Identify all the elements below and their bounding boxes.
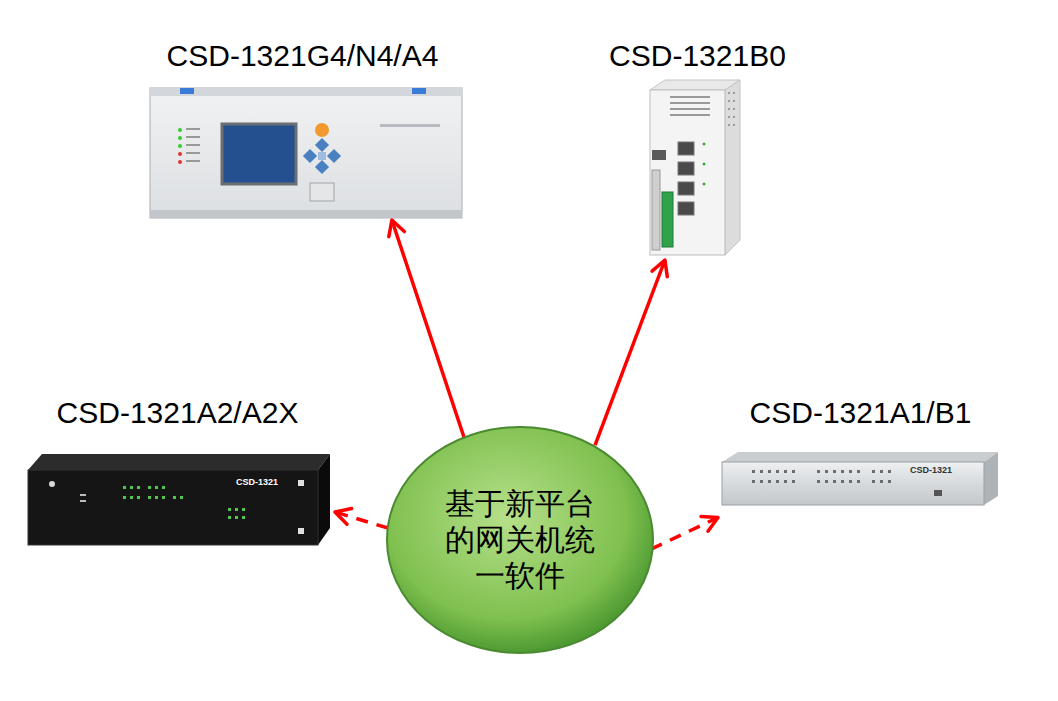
ellipse-text: 基于新平台 的网关机统 一软件 [440,486,600,594]
g4-device [150,88,462,218]
platform-ellipse: 基于新平台 的网关机统 一软件 [385,425,655,655]
a2-device [28,454,330,545]
device-title: CSD-1321A1/B1 [718,395,1003,431]
device-node: CSD-1321G4/N4/A4 [140,38,465,220]
device-node: CSD-1321A2/A2X [20,395,335,548]
arrow-connector [651,517,718,550]
device-title: CSD-1321A2/A2X [20,395,335,431]
device-node: CSD-1321A1/B1 [718,395,1003,520]
ellipse-content: 基于新平台 的网关机统 一软件 [385,425,655,655]
arrow-connector [335,509,388,528]
panel-label: CSD-1321 [236,478,278,487]
device-title: CSD-1321B0 [600,38,795,74]
b0-device [650,80,740,255]
arrow-connector [595,260,667,445]
device-title: CSD-1321G4/N4/A4 [140,38,465,74]
device-node: CSD-1321B0 [600,38,795,260]
panel-label: CSD-1321 [910,466,952,475]
a1-device [722,452,998,505]
arrow-connector [389,220,465,440]
